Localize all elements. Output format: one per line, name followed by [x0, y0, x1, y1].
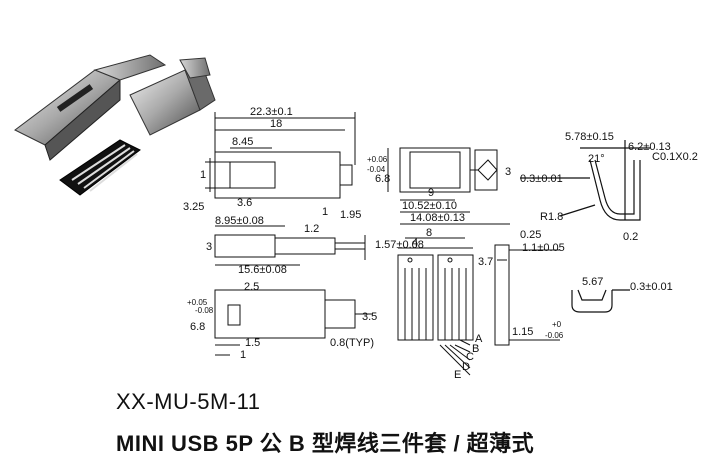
dim-15-6: 15.6±0.08 — [238, 264, 287, 276]
dim-3-right: 3 — [505, 166, 511, 178]
pin-label-c: C — [466, 351, 474, 363]
dim-1-15: 1.15 — [512, 326, 533, 338]
dim-side-tol-bot: -0.08 — [195, 306, 214, 315]
dim-0-2: 0.2 — [623, 231, 638, 243]
dim-1-15-tol-bot: -0.06 — [545, 331, 564, 340]
dim-8: 8 — [426, 227, 432, 239]
dim-1-mid: 1 — [322, 206, 328, 218]
dim-1-2: 1.2 — [304, 223, 319, 235]
dim-radius: R1.8 — [540, 211, 563, 223]
dim-1-1: 1.1±0.05 — [522, 242, 565, 254]
dim-4: 4 — [412, 237, 418, 249]
detail-view — [571, 289, 630, 313]
part-description: MINI USB 5P 公 B 型焊线三件套 / 超薄式 — [116, 431, 535, 456]
dim-1-left: 1 — [200, 169, 206, 181]
dim-1-bottom: 1 — [240, 349, 246, 361]
dim-3-25: 3.25 — [183, 201, 204, 213]
dim-8-45: 8.45 — [232, 136, 253, 148]
dim-10-52: 10.52±0.10 — [402, 200, 457, 212]
dim-1-57: 1.57±0.08 — [375, 239, 424, 251]
dim-chamfer: C0.1X0.2 — [652, 151, 698, 163]
pin-label-d: D — [462, 361, 470, 373]
dim-pitch: 0.8(TYP) — [330, 337, 374, 349]
dim-body-length: 18 — [270, 118, 282, 130]
pin-label-e: E — [454, 369, 461, 381]
dim-side-main: 6.8 — [190, 321, 205, 333]
pin-label-a: A — [475, 333, 483, 345]
dim-3-5: 3.5 — [362, 311, 377, 323]
dim-3-mid: 3 — [206, 241, 212, 253]
narrow-profile — [494, 244, 560, 346]
dim-height-tol-bot: -0.04 — [367, 165, 386, 174]
dim-2-5: 2.5 — [244, 281, 259, 293]
dim-height-tol-top: +0.06 — [367, 155, 388, 164]
dim-0-3b: 0.3±0.01 — [630, 281, 673, 293]
dim-1-15-tol-top: +0 — [552, 320, 562, 329]
dim-0-25: 0.25 — [520, 229, 541, 241]
dim-8-95: 8.95±0.08 — [215, 215, 264, 227]
dim-5-67: 5.67 — [582, 276, 603, 288]
dim-3-7: 3.7 — [478, 256, 493, 268]
dim-14-08: 14.08±0.13 — [410, 212, 465, 224]
dim-height-main: 6.8 — [375, 173, 390, 185]
cross-section — [520, 140, 650, 221]
pin-layout — [397, 237, 474, 376]
dim-9: 9 — [428, 187, 434, 199]
dim-angle: 21° — [588, 153, 605, 165]
dim-6-2: 6.2±0.13 — [628, 141, 671, 153]
pin-label-b: B — [472, 343, 479, 355]
dim-0-3a: 0.3±0.01 — [520, 173, 563, 185]
top-view — [205, 112, 356, 199]
dim-5-78: 5.78±0.15 — [565, 131, 614, 143]
lower-side-view — [214, 289, 372, 356]
dim-1-95: 1.95 — [340, 209, 361, 221]
dim-3-6: 3.6 — [237, 197, 252, 209]
dimension-labels: 22.3±0.1 18 8.45 1 3.25 3.6 +0.06 -0.04 … — [183, 106, 698, 381]
dim-overall-length: 22.3±0.1 — [250, 106, 293, 118]
side-view — [214, 225, 366, 266]
dim-side-tol-top: +0.05 — [187, 298, 208, 307]
front-view — [387, 147, 510, 225]
dim-1-5: 1.5 — [245, 337, 260, 349]
part-number: XX-MU-5M-11 — [116, 389, 261, 414]
product-photo — [14, 54, 216, 196]
